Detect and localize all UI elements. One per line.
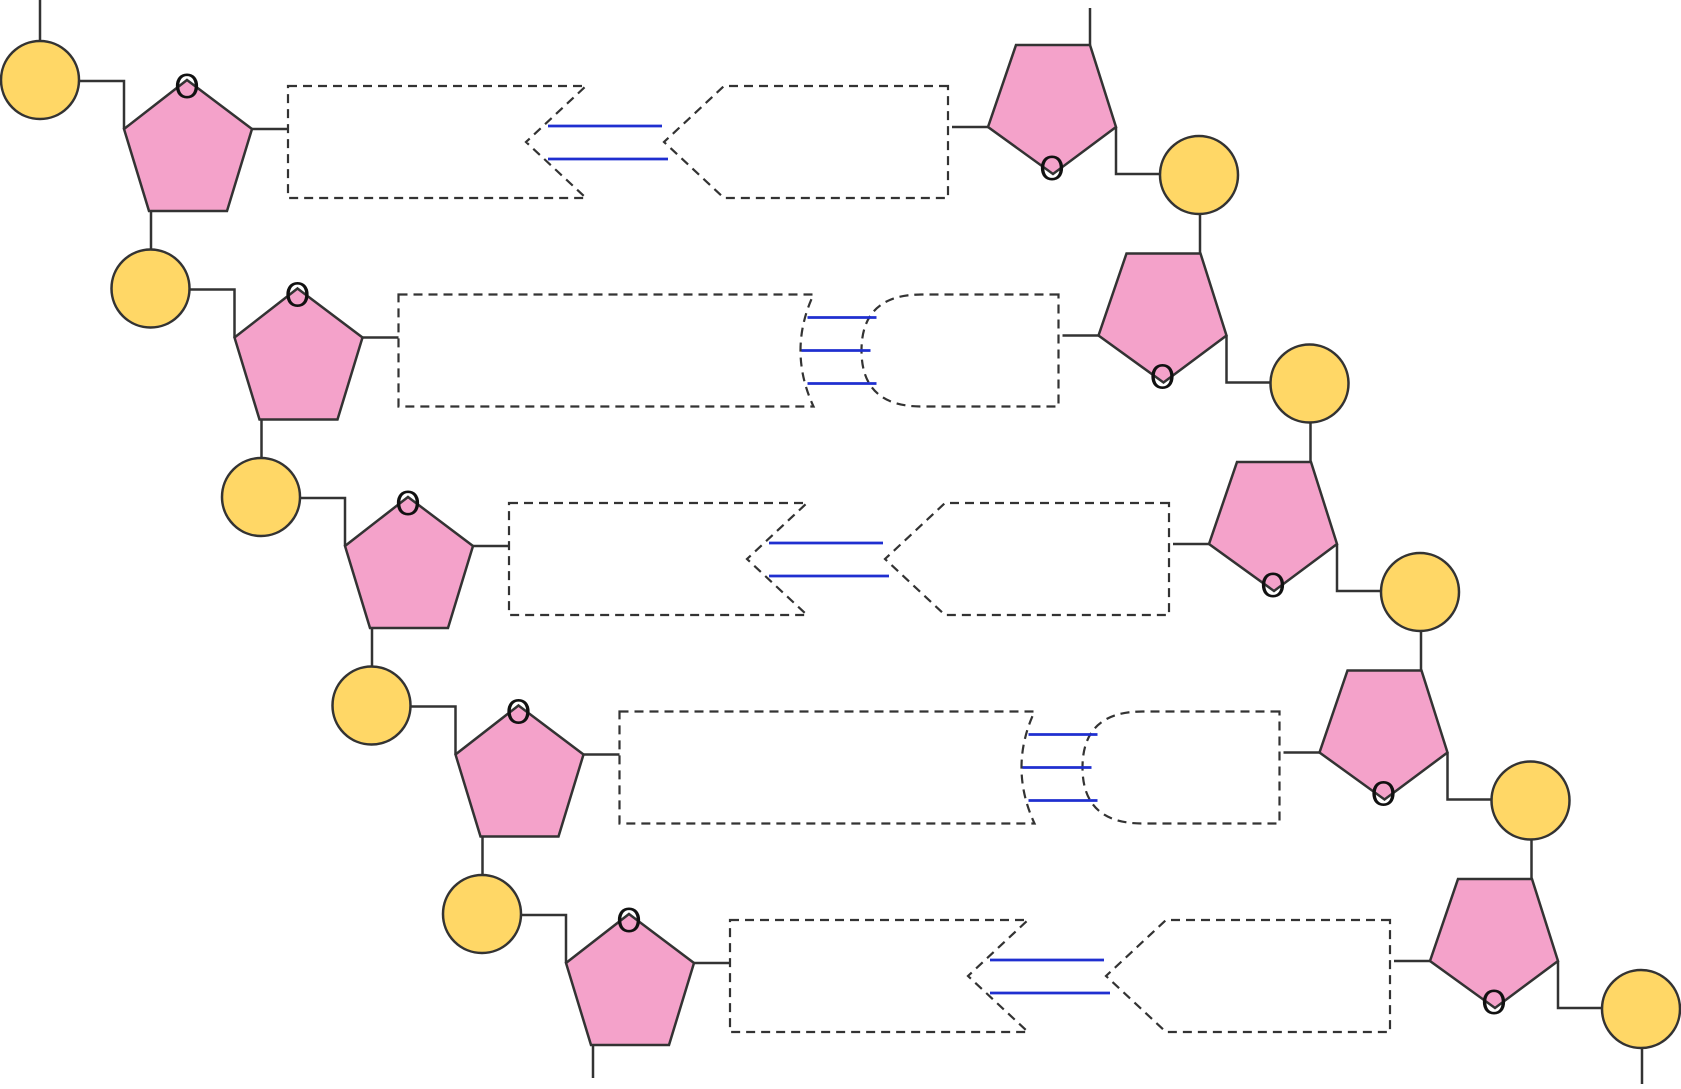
right-phosphate xyxy=(1490,760,1571,841)
right-base-convex xyxy=(1081,710,1281,825)
left-base-arrow-notch xyxy=(728,918,1031,1034)
left-deoxyribose-sugar xyxy=(343,495,475,630)
right-ring-oxygen-label: O xyxy=(1039,149,1065,188)
left-phosphate xyxy=(220,456,302,538)
right-deoxyribose-sugar xyxy=(1097,252,1228,385)
left-deoxyribose-sugar xyxy=(233,286,364,421)
left-deoxyribose-sugar xyxy=(564,912,696,1047)
phosphates xyxy=(0,39,1681,1050)
right-ring-oxygen-label: O xyxy=(1481,983,1507,1022)
right-deoxyribose-sugar xyxy=(1428,877,1560,1010)
left-ring-oxygen-label: O xyxy=(616,901,642,940)
left-phosphate xyxy=(331,665,412,746)
left-base-arrow-notch xyxy=(286,84,589,200)
right-base-arrow-point xyxy=(1104,918,1392,1034)
right-deoxyribose-sugar xyxy=(1318,669,1449,802)
right-sugar-phosphate-bond xyxy=(1114,127,1159,176)
right-phosphate xyxy=(1600,968,1681,1050)
left-phosphate-sugar-bond xyxy=(521,913,568,963)
right-phosphate xyxy=(1269,343,1350,424)
left-phosphate xyxy=(110,248,191,329)
left-base-concave xyxy=(618,710,1037,825)
left-ring-oxygen-label: O xyxy=(506,693,532,732)
backbone-bonds xyxy=(38,0,1644,1084)
left-ring-oxygen-label: O xyxy=(174,67,200,106)
right-base-convex xyxy=(860,293,1060,408)
sugars: O O O O O O O O O O xyxy=(122,43,1560,1047)
right-sugar-phosphate-bond xyxy=(1225,335,1270,384)
right-phosphate xyxy=(1379,551,1461,633)
left-phosphate-sugar-bond xyxy=(79,79,126,129)
right-deoxyribose-sugar xyxy=(1207,460,1339,593)
left-base-concave xyxy=(397,293,816,408)
left-deoxyribose-sugar xyxy=(122,78,254,213)
left-ring-oxygen-label: O xyxy=(285,276,311,315)
right-sugar-phosphate-bond xyxy=(1335,544,1380,593)
right-deoxyribose-sugar xyxy=(986,43,1118,176)
base-pairs xyxy=(286,84,1392,1034)
left-phosphate xyxy=(441,873,523,955)
left-phosphate-sugar-bond xyxy=(189,288,236,338)
right-ring-oxygen-label: O xyxy=(1260,566,1286,605)
right-sugar-phosphate-bond xyxy=(1446,752,1491,801)
right-ring-oxygen-label: O xyxy=(1150,358,1176,397)
left-phosphate xyxy=(0,39,81,121)
left-phosphate-sugar-bond xyxy=(300,496,347,546)
left-ring-oxygen-label: O xyxy=(395,484,421,523)
right-phosphate xyxy=(1158,134,1240,216)
hydrogen-bonds xyxy=(548,124,1110,995)
left-phosphate-sugar-bond xyxy=(410,705,457,755)
right-base-arrow-point xyxy=(883,501,1171,617)
right-sugar-phosphate-bond xyxy=(1556,961,1601,1010)
right-base-arrow-point xyxy=(662,84,950,200)
right-ring-oxygen-label: O xyxy=(1371,775,1397,814)
left-base-arrow-notch xyxy=(507,501,810,617)
left-deoxyribose-sugar xyxy=(454,703,585,838)
